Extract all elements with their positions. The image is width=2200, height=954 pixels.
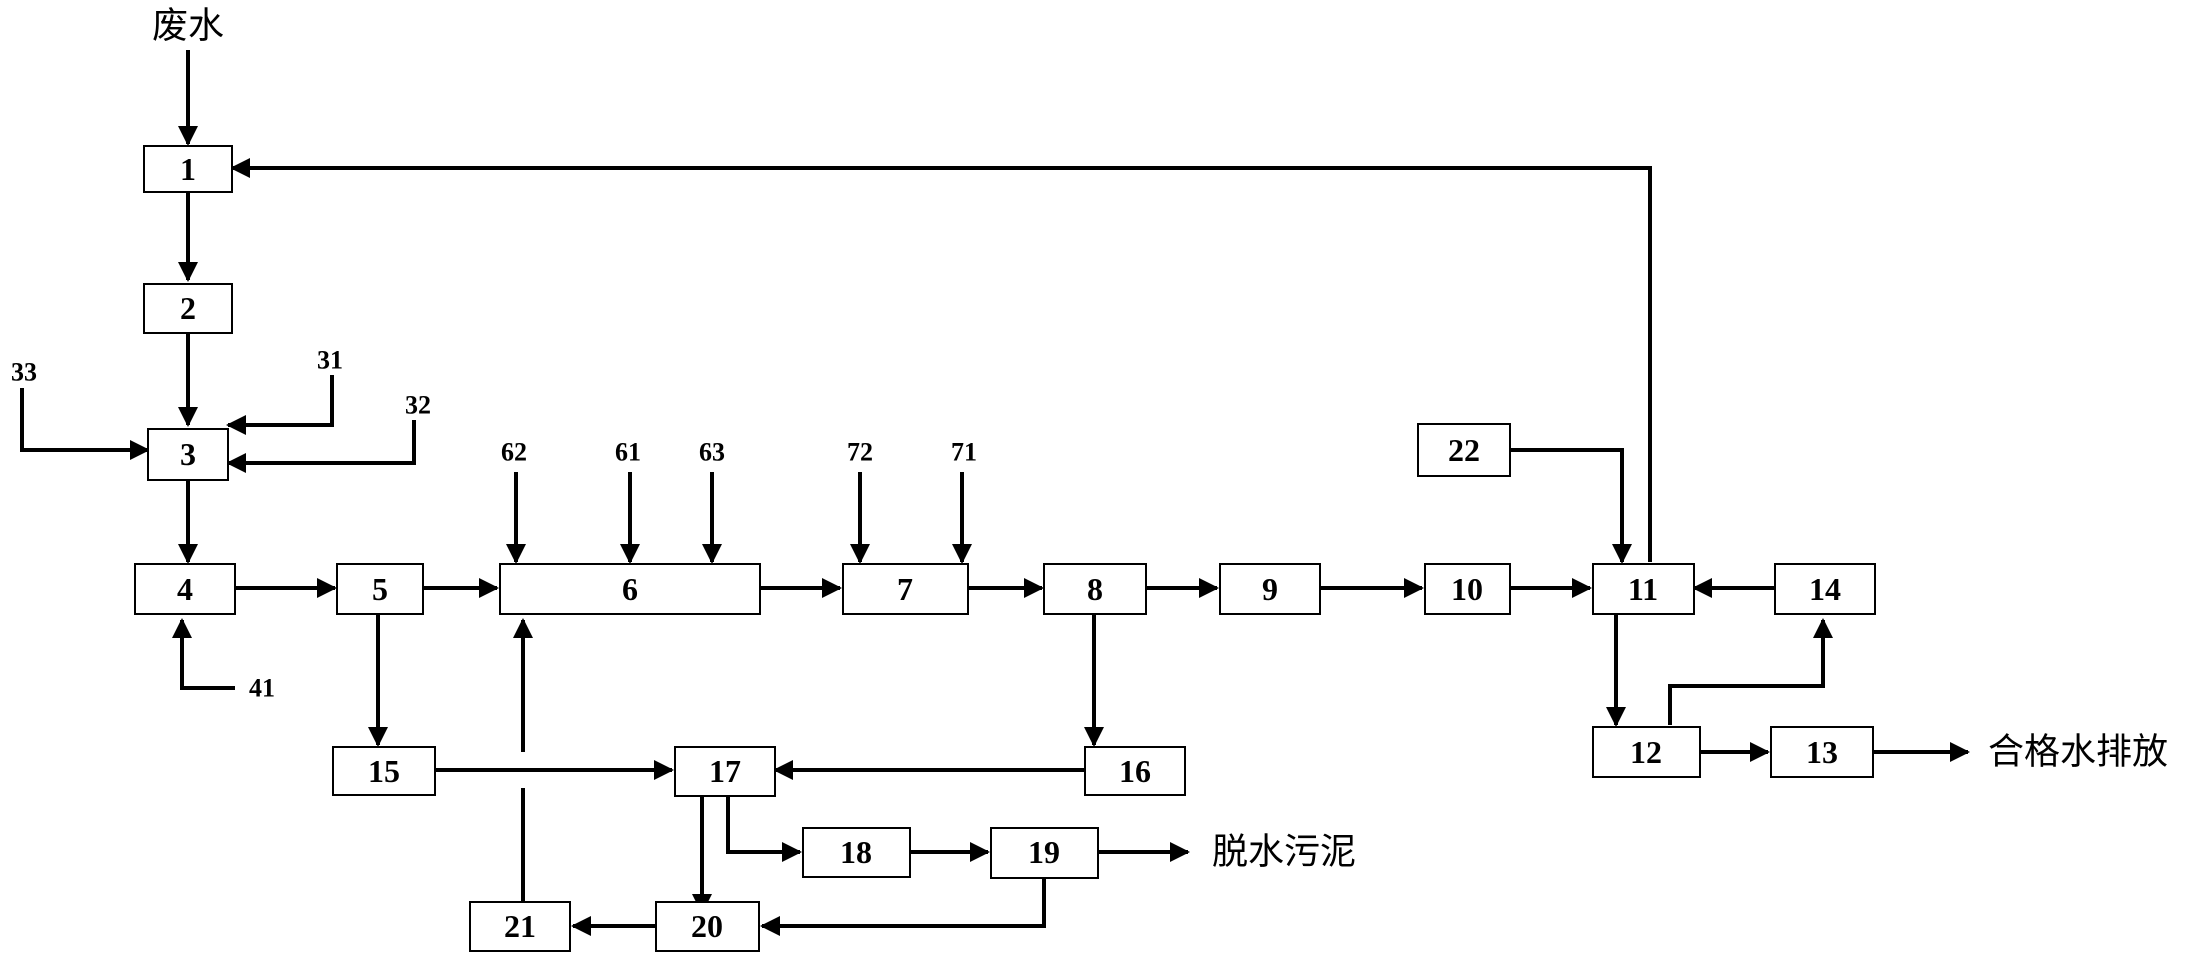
unit-label: 5: [372, 571, 388, 607]
sludge-output-label: 脱水污泥: [1212, 832, 1356, 873]
inflow-label: 废水: [152, 6, 224, 47]
unit-box-19: 19: [990, 827, 1099, 879]
unit-box-9: 9: [1219, 563, 1321, 615]
unit-label: 8: [1087, 571, 1103, 607]
input-labels: 33 31 32 41 62 61 63 72 71: [11, 346, 977, 703]
flow-22-to-11: [1510, 448, 1632, 564]
flow-17-to-18: [726, 796, 802, 862]
unit-label: 20: [691, 908, 723, 944]
unit-box-16: 16: [1084, 746, 1186, 796]
unit-label: 15: [368, 753, 400, 789]
unit-box-15: 15: [332, 746, 436, 796]
unit-label: 9: [1262, 571, 1278, 607]
unit-label: 21: [504, 908, 536, 944]
unit-box-3: 3: [147, 428, 229, 481]
unit-box-22: 22: [1417, 423, 1511, 477]
unit-label: 16: [1119, 753, 1151, 789]
input-label-62: 62: [501, 438, 527, 467]
unit-box-17: 17: [674, 746, 776, 797]
unit-box-7: 7: [842, 563, 969, 615]
unit-label: 19: [1028, 834, 1060, 870]
input-label-63: 63: [699, 438, 725, 467]
input-label-32: 32: [405, 391, 431, 420]
input-label-31: 31: [317, 346, 343, 375]
unit-label: 22: [1448, 432, 1480, 468]
unit-label: 12: [1630, 734, 1662, 770]
unit-box-13: 13: [1770, 726, 1874, 778]
flow-33-to-3: [20, 388, 150, 460]
unit-label: 13: [1806, 734, 1838, 770]
flow-41-to-4: [172, 618, 235, 690]
flow-19-to-20: [760, 878, 1046, 936]
unit-box-21: 21: [469, 901, 571, 952]
unit-label: 2: [180, 290, 196, 326]
unit-box-2: 2: [143, 283, 233, 334]
flow-31-to-3: [226, 375, 334, 435]
unit-box-11: 11: [1592, 563, 1695, 615]
unit-label: 18: [840, 834, 872, 870]
unit-box-1: 1: [143, 145, 233, 193]
clean-water-output-label: 合格水排放: [1988, 732, 2168, 773]
unit-box-8: 8: [1043, 563, 1147, 615]
unit-box-4: 4: [134, 563, 236, 615]
unit-label: 14: [1809, 571, 1841, 607]
unit-label: 17: [709, 753, 741, 789]
unit-label: 7: [897, 571, 913, 607]
input-label-41: 41: [249, 674, 275, 703]
input-label-61: 61: [615, 438, 641, 467]
unit-box-10: 10: [1424, 563, 1511, 615]
flow-12-to-14: [1668, 618, 1833, 725]
input-label-72: 72: [847, 438, 873, 467]
unit-box-5: 5: [336, 563, 424, 615]
input-label-33: 33: [11, 358, 37, 387]
unit-boxes: 1 2 3 4 5 6 7 8 9 10 11 12 13 14 15 16 1…: [134, 145, 1876, 952]
unit-box-14: 14: [1774, 563, 1876, 615]
unit-box-6: 6: [499, 563, 761, 615]
unit-label: 1: [180, 151, 196, 187]
text-labels: 废水 脱水污泥 合格水排放: [152, 6, 2168, 873]
unit-box-20: 20: [655, 901, 760, 952]
flow-11-to-1: [230, 158, 1652, 562]
input-label-71: 71: [951, 438, 977, 467]
flow-lines: [20, 50, 1970, 936]
flow-32-to-3: [226, 420, 416, 473]
unit-box-18: 18: [802, 827, 911, 878]
unit-box-12: 12: [1592, 726, 1701, 778]
unit-label: 10: [1451, 571, 1483, 607]
unit-label: 6: [622, 571, 638, 607]
unit-label: 11: [1628, 571, 1658, 607]
unit-label: 3: [180, 436, 196, 472]
unit-label: 4: [177, 571, 193, 607]
